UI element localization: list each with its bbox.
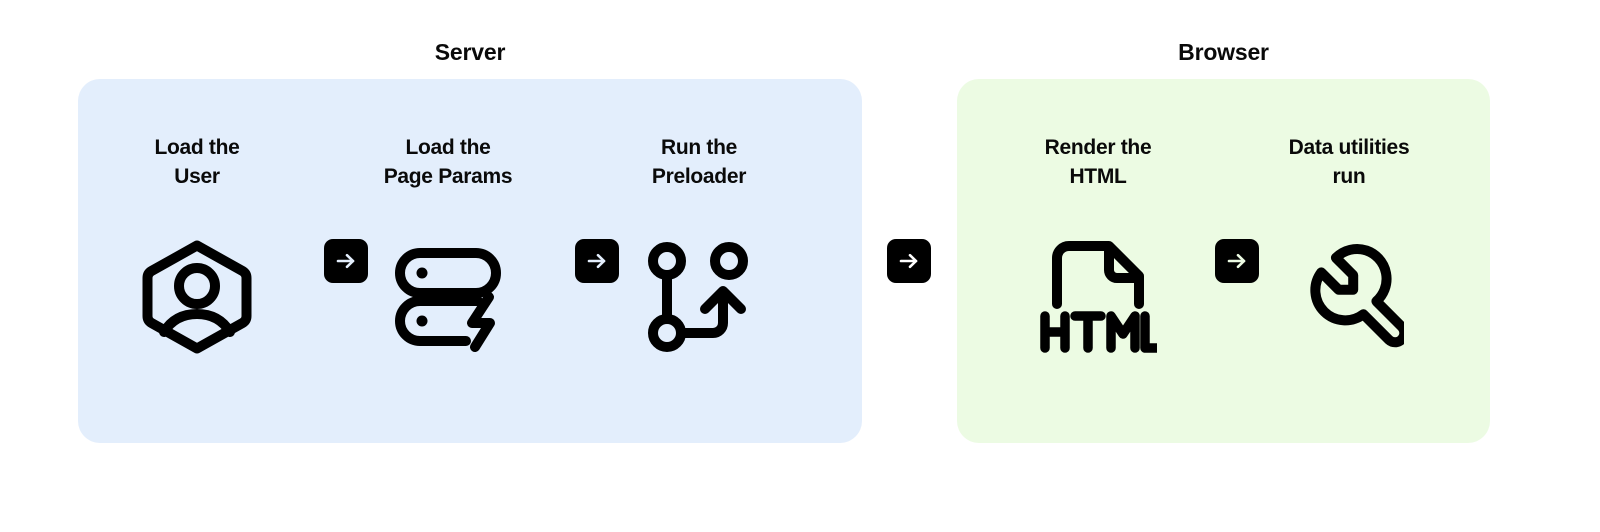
database-lightning-icon (343, 237, 553, 357)
step-label: Load the Page Params (383, 136, 513, 188)
connector-arrow-between-groups (887, 239, 931, 283)
step-run-the-preloader: Run the Preloader (594, 134, 804, 357)
user-hexagon-icon (92, 237, 302, 357)
step-label: Run the Preloader (651, 136, 747, 188)
git-branch-arrow-icon (594, 237, 804, 357)
connector-arrow-server-2 (575, 239, 619, 283)
step-label: Load the User (154, 136, 240, 188)
html-file-icon (993, 237, 1203, 357)
panel-browser: Render the HTML (957, 79, 1490, 443)
group-title-server: Server (434, 39, 506, 65)
step-data-utilities-run: Data utilities run (1244, 134, 1454, 357)
group-title-browser: Browser (1178, 39, 1269, 65)
step-label: Render the HTML (1044, 136, 1152, 188)
connector-arrow-browser-1 (1215, 239, 1259, 283)
wrench-icon (1244, 237, 1454, 357)
step-label: Data utilities run (1288, 136, 1410, 188)
step-render-the-html: Render the HTML (993, 134, 1203, 357)
step-load-the-page-params: Load the Page Params (343, 134, 553, 357)
connector-arrow-server-1 (324, 239, 368, 283)
step-load-the-user: Load the User (92, 134, 302, 357)
panel-server: Load the User Load the Page P (78, 79, 862, 443)
